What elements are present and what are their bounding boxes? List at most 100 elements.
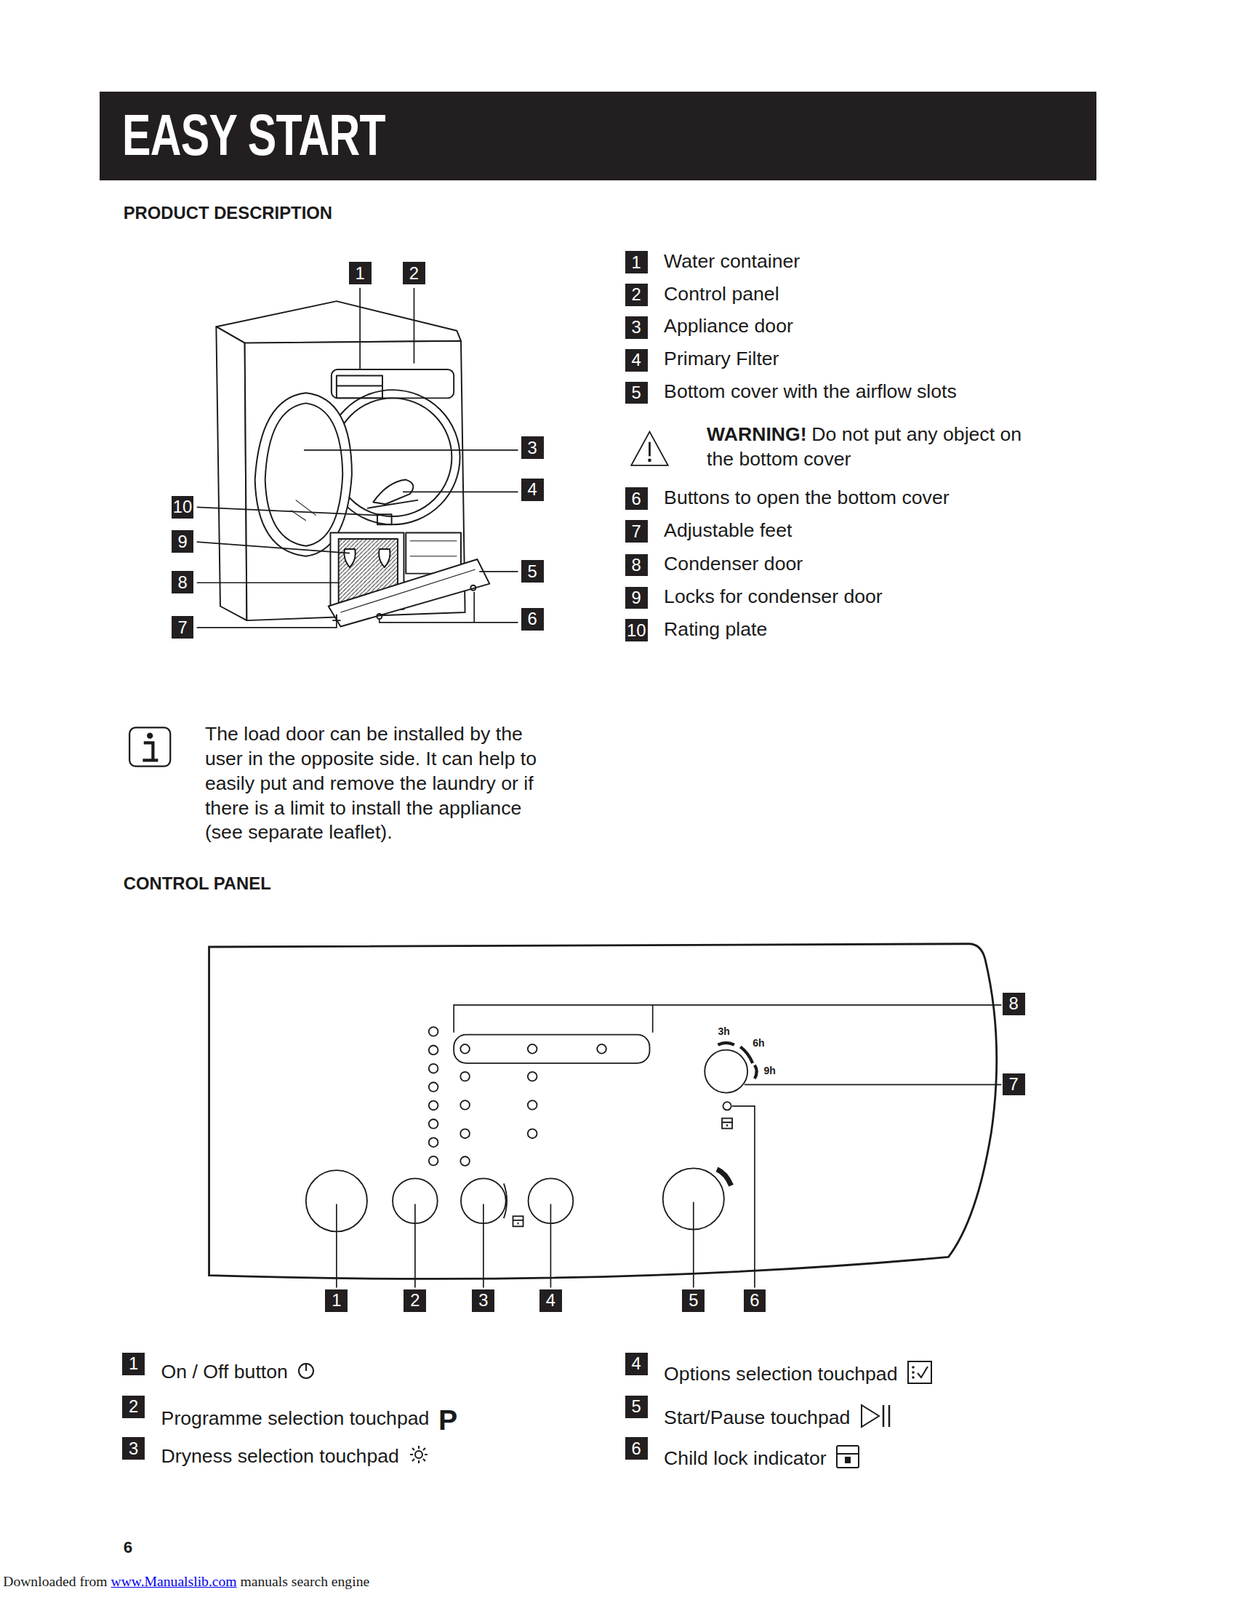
callout-number: 8 [1002, 992, 1026, 1015]
callout-number: 7 [1002, 1073, 1026, 1096]
callout-number: 6 [743, 1289, 767, 1312]
callout-number: 4 [625, 1352, 648, 1375]
footer-link: www.Manualslib.com [110, 1573, 237, 1589]
text-line: WARNING!Do not put any object on the bot… [706, 422, 1044, 472]
callout-number: 9 [171, 530, 195, 553]
panel-leader-lines [336, 1004, 1002, 1288]
callout-number: 10 [625, 618, 648, 642]
callout-number: 2 [122, 1395, 145, 1418]
part-name: Primary Filter [663, 347, 779, 371]
callout-number: 6 [625, 1436, 648, 1460]
indicator-led [460, 1128, 470, 1138]
part-name: Water container [663, 250, 800, 274]
indicator-led [428, 1100, 439, 1111]
text-line: Options selection touchpad [663, 1359, 933, 1391]
dryer-drawing [215, 301, 490, 626]
callout-number: 10 [171, 495, 195, 519]
indicator-led [428, 1026, 439, 1037]
indicator-led [527, 1071, 538, 1082]
control-panel-drawing [209, 943, 997, 1279]
text-line: Programme selection touchpad P [161, 1402, 465, 1437]
indicator-led [428, 1063, 439, 1074]
control-name: Dryness selection touchpad [161, 1444, 400, 1467]
callout-number: 5 [625, 381, 648, 405]
callout-number: 4 [625, 348, 648, 372]
indicator-led [527, 1128, 538, 1138]
control-name: Options selection touchpad [663, 1362, 898, 1385]
callout-number: 1 [348, 261, 372, 285]
part-name: Bottom cover with the airflow slots [663, 380, 957, 404]
timer-mark: 9h [764, 1064, 776, 1077]
part-name: Rating plate [663, 618, 768, 642]
callout-number: 5 [681, 1289, 705, 1312]
control-icon [859, 1402, 893, 1435]
text-line: On / Off button [161, 1359, 315, 1386]
icons [129, 431, 669, 767]
leader-lines [197, 287, 519, 628]
control-icon-svg [408, 1443, 429, 1465]
callout-number: 3 [122, 1436, 145, 1460]
timer-mark: 3h [717, 1025, 730, 1038]
programme-symbol: P [438, 1403, 458, 1436]
control-name: Child lock indicator [663, 1446, 827, 1469]
control-name: Start/Pause touchpad [663, 1406, 850, 1428]
callout-number: 3 [471, 1289, 495, 1312]
callout-number: 1 [324, 1289, 348, 1312]
callout-number: 9 [625, 586, 648, 610]
text-line: Start/Pause touchpad [663, 1402, 893, 1435]
control-icon [297, 1359, 315, 1386]
indicator-led [428, 1044, 439, 1055]
callout-number: 1 [625, 250, 648, 274]
callout-number: 1 [122, 1352, 145, 1375]
indicator-led [428, 1081, 439, 1092]
part-name: Control panel [663, 282, 779, 307]
text-line: Child lock indicator [663, 1443, 861, 1475]
control-name: Programme selection touchpad [161, 1406, 430, 1429]
part-name: Buttons to open the bottom cover [663, 486, 949, 510]
part-name: Condenser door [663, 552, 803, 576]
footer-text: Downloaded from [2, 1573, 107, 1589]
callout-number: 6 [521, 607, 544, 631]
indicator-led [460, 1156, 470, 1166]
timer-mark: 6h [752, 1036, 765, 1050]
callout-number: 2 [402, 261, 426, 285]
page-number: 6 [123, 1537, 133, 1558]
control-icon [835, 1443, 861, 1475]
callout-number: 8 [625, 554, 648, 577]
indicator-led [596, 1044, 607, 1054]
indicator-led [428, 1137, 439, 1147]
page-title: EASY START [122, 106, 386, 165]
callout-number: 4 [521, 478, 544, 501]
indicator-led [527, 1044, 538, 1054]
footer-text: manuals search engine [240, 1573, 371, 1589]
indicator-led [460, 1071, 470, 1082]
callout-number: 7 [171, 615, 195, 639]
control-name: On / Off button [161, 1360, 288, 1383]
callout-number: 3 [521, 436, 544, 459]
part-name: Locks for condenser door [663, 585, 883, 609]
part-name: Appliance door [663, 314, 794, 339]
callout-number: 7 [625, 519, 648, 543]
control-icon-svg [906, 1359, 933, 1385]
part-name: Adjustable feet [663, 519, 792, 543]
indicator-led [460, 1100, 470, 1110]
callout-number: 2 [403, 1289, 427, 1312]
callout-number: 3 [625, 316, 648, 339]
text-line: Downloaded fromwww.Manualslib.commanuals… [2, 1572, 373, 1591]
callout-number: 4 [539, 1289, 563, 1312]
callout-number: 5 [625, 1395, 648, 1418]
indicator-led [428, 1118, 439, 1129]
indicator-led [527, 1100, 538, 1110]
control-icon-svg [297, 1359, 315, 1380]
title-band: EASY START [99, 91, 1096, 181]
info-note: The load door can be installed by the us… [205, 721, 565, 845]
indicator-led [460, 1044, 470, 1054]
panel-parts [306, 1026, 757, 1231]
text-line: Dryness selection touchpad [161, 1443, 429, 1471]
control-icon [408, 1443, 429, 1471]
control-icon-svg [835, 1443, 861, 1469]
section-heading: CONTROL PANEL [123, 873, 272, 895]
callout-number: 2 [625, 283, 648, 307]
callout-number: 6 [625, 487, 648, 510]
